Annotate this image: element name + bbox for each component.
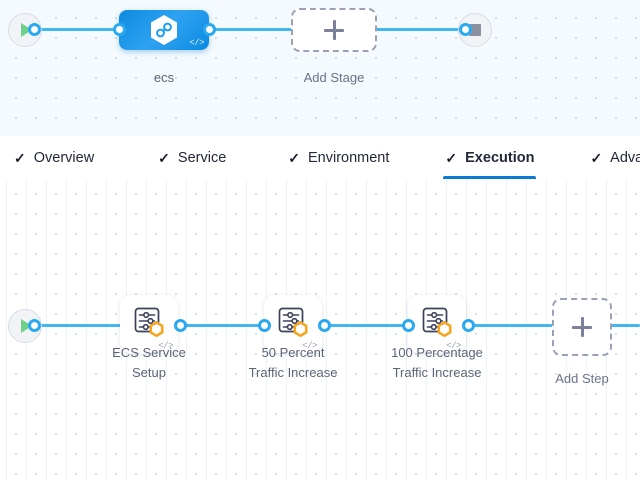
play-icon <box>21 319 32 333</box>
harness-hexagon-icon <box>151 15 177 45</box>
tab-label: Service <box>177 149 227 166</box>
tab-label: Environment <box>308 149 390 166</box>
step-settings-icon <box>422 308 452 338</box>
code-icon: </> <box>189 38 204 48</box>
check-icon: ✓ <box>445 149 458 166</box>
tab-label: Overview <box>33 149 95 166</box>
add-step-label: Add Step <box>555 371 609 386</box>
step-settings-icon <box>278 308 308 338</box>
step-start-connector-dot[interactable] <box>28 319 41 332</box>
check-icon: ✓ <box>158 149 170 166</box>
step-3-output-dot[interactable] <box>462 319 475 332</box>
tab-environment[interactable]: ✓ Environment <box>282 136 395 179</box>
plus-icon <box>572 317 592 337</box>
step-node-50-percent-traffic-increase[interactable]: </> <box>264 295 322 353</box>
execution-step-canvas[interactable]: </> ECS Service Setup </> <box>0 179 640 480</box>
check-icon: ✓ <box>590 149 603 166</box>
step-node-ecs-service-setup[interactable]: </> <box>120 295 178 353</box>
step-settings-icon <box>134 308 164 338</box>
step-2-output-dot[interactable] <box>318 319 331 332</box>
add-step-button[interactable] <box>552 298 612 356</box>
stage-start-node[interactable] <box>8 13 42 47</box>
tab-overview[interactable]: ✓ Overview <box>8 136 100 179</box>
check-icon: ✓ <box>288 149 300 166</box>
tab-execution[interactable]: ✓ Execution <box>439 136 540 179</box>
step-2-input-dot[interactable] <box>258 319 271 332</box>
step-label-50-percent-traffic-increase: 50 Percent Traffic Increase <box>248 345 338 380</box>
tab-service[interactable]: ✓ Service <box>152 136 232 179</box>
tab-advanced[interactable]: ✓ Advance <box>584 136 640 179</box>
stage-ecs-output-dot[interactable] <box>203 23 216 36</box>
stage-end-connector-dot[interactable] <box>459 23 472 36</box>
check-icon: ✓ <box>14 149 26 166</box>
stage-edge-start-to-ecs <box>34 28 134 31</box>
plus-icon <box>324 20 344 40</box>
step-edge-50percent-to-100percentage <box>324 324 408 327</box>
add-stage-button[interactable] <box>291 8 377 52</box>
stop-icon <box>469 24 481 36</box>
stage-edge-addstage-to-end <box>376 28 466 31</box>
code-icon: </> <box>302 341 317 351</box>
stage-ecs-input-dot[interactable] <box>113 23 126 36</box>
stage-node-ecs[interactable]: </> <box>119 10 209 50</box>
tab-bar[interactable]: ✓ Overview ✓ Service ✓ Environment ✓ Exe… <box>0 136 640 180</box>
code-icon: </> <box>158 341 173 351</box>
hexagon-badge <box>437 321 452 338</box>
step-3-input-dot[interactable] <box>402 319 415 332</box>
hexagon-badge <box>293 321 308 338</box>
stage-start-connector-dot[interactable] <box>28 23 41 36</box>
step-label-ecs-service-setup: ECS Service Setup <box>112 345 186 380</box>
step-edge-start-to-ecs-setup <box>34 324 124 327</box>
step-node-100-percentage-traffic-increase[interactable]: </> <box>408 295 466 353</box>
play-icon <box>21 23 32 37</box>
stage-node-label-ecs: ecs <box>153 70 175 85</box>
code-icon: </> <box>446 341 461 351</box>
tab-label: Advance <box>610 149 640 166</box>
step-edge-setup-to-50percent <box>180 324 264 327</box>
tab-label: Execution <box>465 149 535 166</box>
hexagon-badge <box>149 321 164 338</box>
stage-edge-ecs-to-addstage <box>208 28 294 31</box>
stage-canvas[interactable]: </> ecs Add Stage <box>0 0 640 136</box>
step-1-output-dot[interactable] <box>174 319 187 332</box>
add-stage-label: Add Stage <box>303 70 365 85</box>
step-label-100-percentage-traffic-increase: 100 Percentage Traffic Increase <box>391 345 483 380</box>
